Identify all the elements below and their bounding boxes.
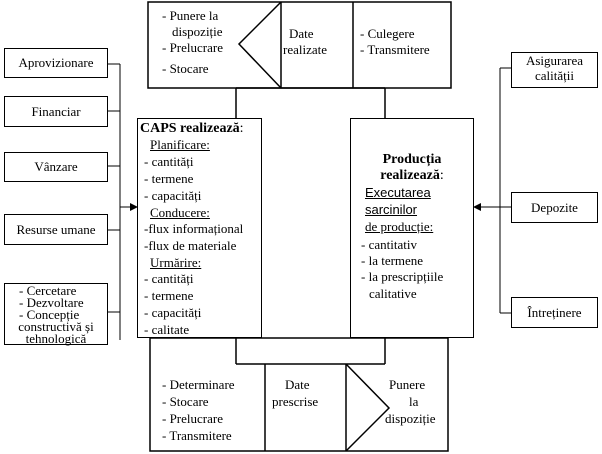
caps-urmarire-heading: Urmărire: <box>150 255 202 270</box>
production-item: calitative <box>369 286 417 301</box>
caps-title: CAPS realizează: <box>140 121 244 137</box>
bottom-left-item: - Prelucrare <box>162 411 223 426</box>
bottom-left-item: - Stocare <box>162 394 209 409</box>
box-cercetare: - Cercetare - Dezvoltare - Concepție con… <box>4 283 108 345</box>
production-title-text: realizează <box>380 168 440 183</box>
bottom-right-line: la <box>409 394 419 409</box>
box-cercetare-line: constructivă și <box>18 319 94 334</box>
top-left-item: - Punere la <box>162 8 219 23</box>
production-subtitle-line: de producție: <box>365 219 434 234</box>
bottom-middle-line: prescrise <box>272 394 319 409</box>
top-middle-line: Date <box>289 26 314 41</box>
bottom-right-line: dispoziție <box>385 411 436 426</box>
caps-urmarire-item: - cantități <box>144 271 194 286</box>
box-vanzare-label: Vânzare <box>34 159 78 174</box>
box-aprovizionare: Aprovizionare <box>4 48 108 78</box>
production-subtitle-line: Executarea <box>365 185 431 200</box>
production-box: Producția realizează: Executarea sarcini… <box>350 118 474 338</box>
production-item: - cantitativ <box>361 237 417 252</box>
top-right-item: - Transmitere <box>360 42 430 57</box>
production-title-line: Producția <box>382 152 442 167</box>
production-item: - la termene <box>361 253 424 268</box>
box-asigurarea-calitatii: Asigurarea calității <box>511 52 598 88</box>
top-left-item: - Prelucrare <box>162 40 223 55</box>
right-bracket <box>473 67 511 314</box>
production-subtitle-line: sarcinilor <box>365 202 418 217</box>
box-cercetare-line: - Cercetare <box>19 283 77 298</box>
box-cercetare-line: - Concepție <box>19 307 80 322</box>
production-title-line: realizează: <box>351 168 473 184</box>
box-depozite-label: Depozite <box>531 200 578 215</box>
production-title-suffix: : <box>439 168 444 183</box>
caps-conducere-item: -flux informațional <box>144 221 244 236</box>
box-resurse-umane: Resurse umane <box>4 214 108 245</box>
top-left-item: - Stocare <box>162 61 209 76</box>
top-left-item: dispoziție <box>172 24 223 39</box>
caps-planificare-item: - cantități <box>144 154 194 169</box>
bottom-right-line: Punere <box>389 377 426 392</box>
caps-planificare-item: - termene <box>144 171 194 186</box>
left-bracket <box>107 63 138 340</box>
box-asigurarea-calitatii-line: calității <box>535 68 574 83</box>
caps-conducere-item: -flux de materiale <box>144 238 237 253</box>
box-cercetare-line: tehnologică <box>25 331 87 346</box>
box-financiar: Financiar <box>4 96 108 127</box>
caps-box: CAPS realizează: Planificare: - cantităț… <box>137 118 262 338</box>
top-right-item: - Culegere <box>360 26 415 41</box>
bottom-left-item: - Determinare <box>162 377 235 392</box>
caps-title-text: CAPS realizează <box>140 121 240 136</box>
bottom-middle-line: Date <box>285 377 310 392</box>
top-middle-line: realizate <box>283 42 328 57</box>
box-financiar-label: Financiar <box>31 104 81 119</box>
caps-urmarire-item: - calitate <box>144 322 190 337</box>
bottom-left-item: - Transmitere <box>162 428 232 443</box>
box-intretinere-label: Întreținere <box>527 305 582 320</box>
caps-urmarire-item: - termene <box>144 288 194 303</box>
box-resurse-umane-label: Resurse umane <box>16 222 96 237</box>
caps-planificare-item: - capacități <box>144 188 202 203</box>
box-intretinere: Întreținere <box>511 297 598 328</box>
box-asigurarea-calitatii-line: Asigurarea <box>525 53 584 68</box>
box-aprovizionare-label: Aprovizionare <box>18 55 94 70</box>
caps-title-suffix: : <box>239 121 244 136</box>
box-vanzare: Vânzare <box>4 152 108 182</box>
box-depozite: Depozite <box>511 192 598 223</box>
production-item: - la prescripțiile <box>361 269 444 284</box>
frames <box>147 1 452 452</box>
caps-conducere-heading: Conducere: <box>150 205 210 220</box>
caps-planificare-heading: Planificare: <box>150 137 210 152</box>
caps-urmarire-item: - capacități <box>144 305 202 320</box>
box-cercetare-line: - Dezvoltare <box>19 295 84 310</box>
